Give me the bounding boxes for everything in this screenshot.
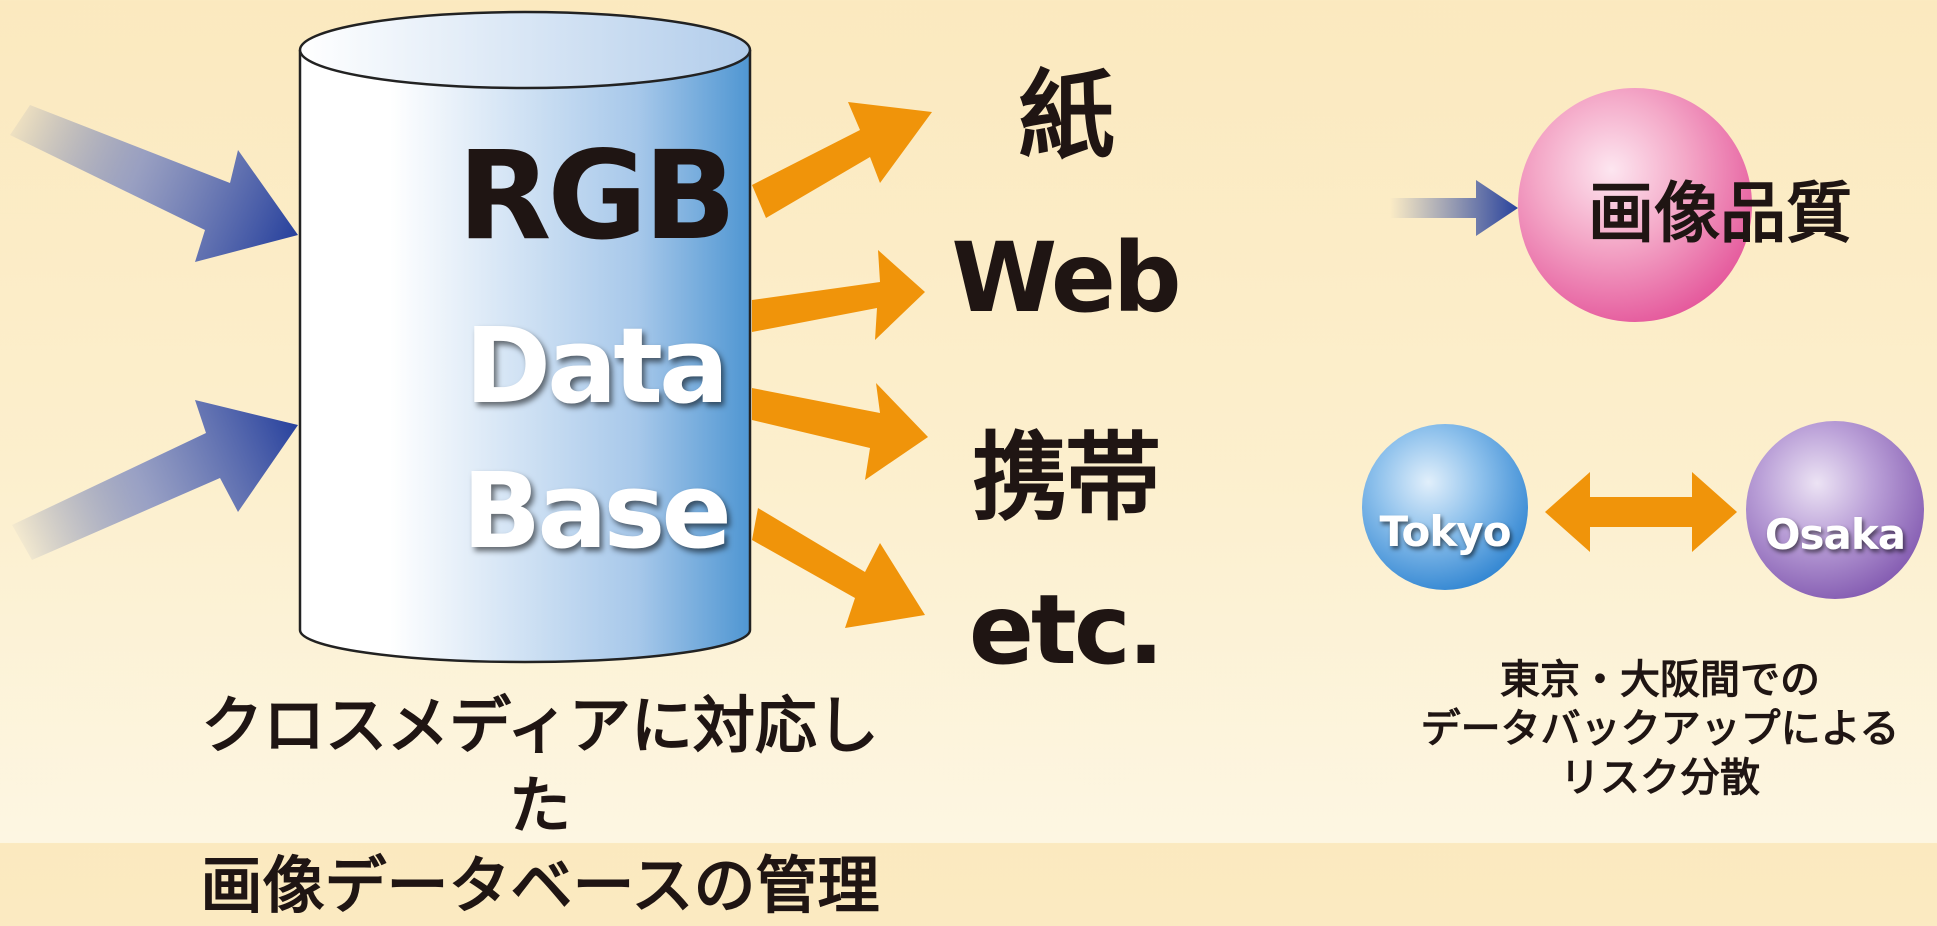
output-arrow-mobile bbox=[752, 383, 928, 480]
output-label-mobile: 携帯 bbox=[972, 422, 1161, 534]
database-title-rgb: RGB bbox=[457, 125, 736, 267]
output-label-paper: 紙 bbox=[1018, 60, 1115, 172]
osaka-label: Osaka bbox=[1764, 510, 1906, 559]
left-caption-line-1: クロスメディアに対応した bbox=[201, 689, 879, 842]
output-label-web: Web bbox=[951, 222, 1181, 334]
diagram-graphics bbox=[10, 10, 1924, 664]
quality-arrow bbox=[1390, 180, 1518, 236]
left-caption-line-2: 画像データベースの管理 bbox=[200, 849, 880, 922]
backup-double-arrow bbox=[1545, 472, 1737, 552]
tokyo-sphere bbox=[1362, 424, 1528, 590]
output-arrow-paper bbox=[752, 102, 932, 218]
database-cylinder bbox=[298, 10, 752, 664]
diagram-canvas: RGB Data Base 紙 Web 携帯 etc. クロスメディアに対応した… bbox=[10, 10, 1930, 922]
right-caption-line-2: データバックアップによる bbox=[1420, 706, 1900, 752]
database-title-data: Data bbox=[464, 305, 729, 427]
output-label-etc: etc. bbox=[968, 574, 1164, 686]
quality-sphere bbox=[1518, 88, 1752, 322]
input-arrow-lower bbox=[12, 400, 298, 560]
left-caption: クロスメディアに対応した 画像データベースの管理 bbox=[180, 686, 900, 926]
output-arrow-web bbox=[752, 250, 925, 340]
output-arrow-etc bbox=[752, 508, 925, 628]
tokyo-label: Tokyo bbox=[1379, 507, 1511, 556]
right-caption-line-1: 東京・大阪間での bbox=[1500, 657, 1820, 703]
osaka-sphere bbox=[1746, 421, 1924, 599]
database-title-base: Base bbox=[462, 450, 732, 572]
right-caption: 東京・大阪間での データバックアップによる リスク分散 bbox=[1390, 656, 1930, 803]
quality-label: 画像品質 bbox=[1588, 175, 1852, 252]
right-caption-line-3: リスク分散 bbox=[1560, 755, 1760, 801]
input-arrow-upper bbox=[10, 105, 298, 262]
